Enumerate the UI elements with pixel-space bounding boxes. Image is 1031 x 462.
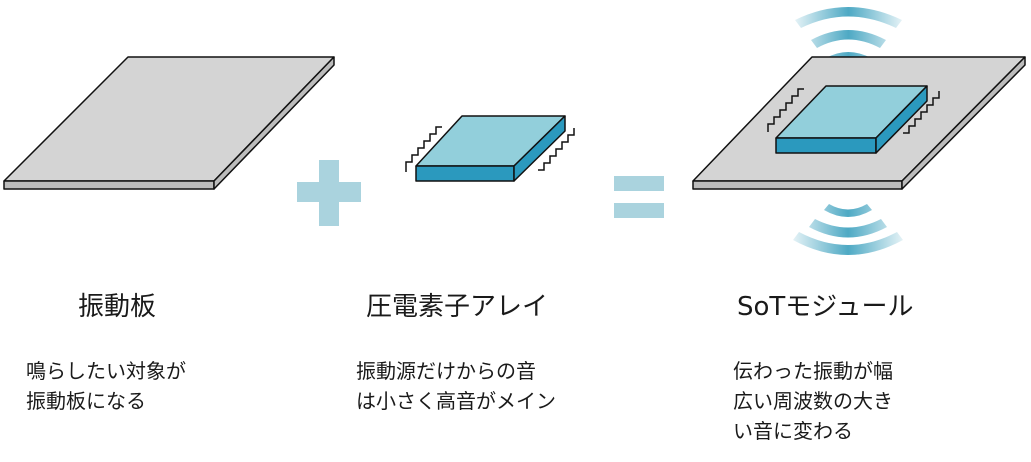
right-wire [538, 128, 575, 171]
vibration-plate-title: 振動板 [78, 292, 157, 322]
description-line: 伝わった振動が幅 [733, 359, 893, 383]
sound-wave-bottom [793, 204, 903, 255]
plus-icon [297, 160, 361, 226]
sot-module-title: SoTモジュール [737, 292, 914, 322]
description-line: は小さく高音がメイン [356, 389, 556, 413]
piezo-array-description: 振動源だけからの音 は小さく高音がメイン [356, 356, 556, 416]
sot-module-description: 伝わった振動が幅 広い周波数の大き い音に変わる [733, 356, 893, 446]
left-wire [405, 126, 442, 172]
vibration-plate-description: 鳴らしたい対象が 振動板になる [26, 356, 186, 416]
piezo-array-title: 圧電素子アレイ [366, 292, 549, 322]
piezo-array-illustration [405, 115, 575, 182]
description-line: 広い周波数の大き [733, 389, 893, 413]
description-line: 振動源だけからの音 [356, 359, 536, 383]
equals-icon [614, 176, 664, 218]
description-line: 鳴らしたい対象が [26, 359, 186, 383]
vibration-plate-illustration [3, 56, 335, 190]
sound-wave-top [795, 7, 902, 64]
description-line: 振動板になる [26, 389, 146, 413]
description-line: い音に変わる [733, 419, 853, 443]
sot-module-illustration [692, 7, 1026, 255]
